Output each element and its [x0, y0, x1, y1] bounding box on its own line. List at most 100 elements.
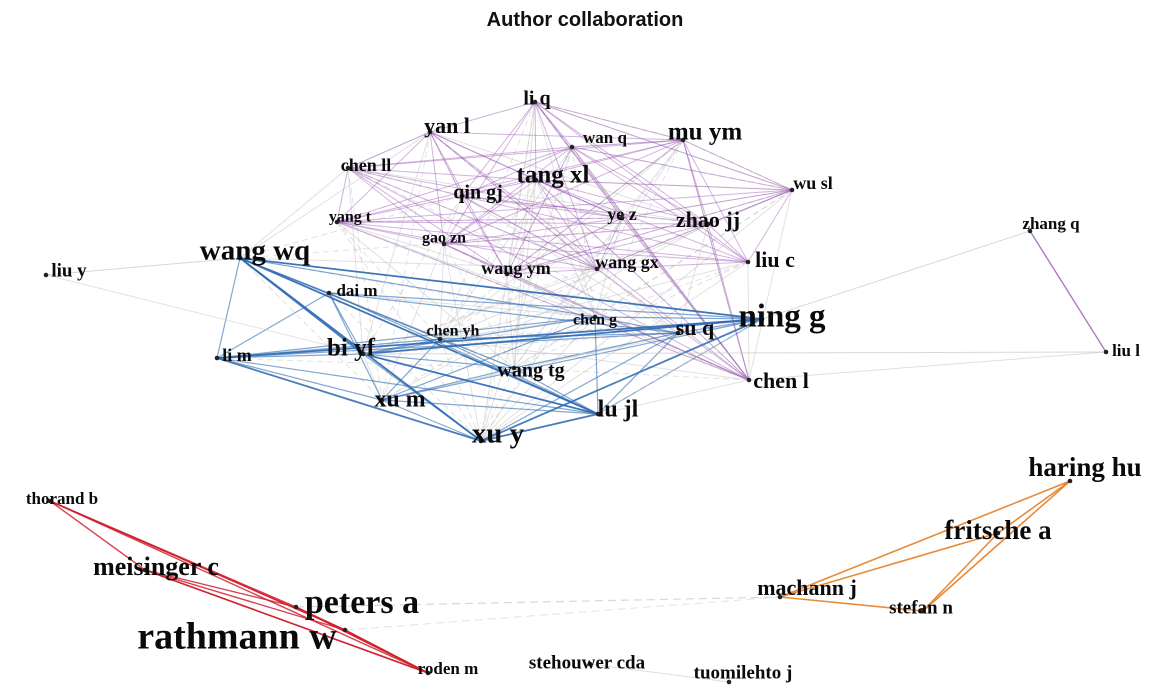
- edge: [381, 332, 679, 401]
- edge: [381, 338, 441, 401]
- edge: [347, 146, 573, 169]
- node-label: meisinger c: [93, 552, 219, 581]
- node-label: mu ym: [668, 119, 742, 146]
- edge: [707, 189, 793, 225]
- node-label: zhang q: [1022, 214, 1080, 233]
- edge: [480, 261, 749, 442]
- edge: [506, 146, 573, 275]
- edge: [535, 179, 793, 191]
- edge: [779, 532, 999, 598]
- edge: [571, 146, 750, 381]
- edge: [144, 569, 429, 674]
- node-dot: [427, 129, 433, 135]
- node-dot: [532, 99, 538, 105]
- edge: [534, 101, 793, 191]
- node-xu-y: xu y: [472, 418, 525, 450]
- node-label: zhao jj: [676, 207, 740, 232]
- edge: [216, 332, 679, 359]
- edge: [922, 532, 999, 612]
- node-wu-sl: wu sl: [789, 173, 833, 193]
- node-label: lu jl: [598, 397, 639, 423]
- edge: [594, 316, 750, 381]
- node-dot: [504, 271, 510, 277]
- edge: [45, 257, 241, 276]
- node-label: bi yf: [327, 335, 376, 362]
- node-dot: [345, 165, 351, 171]
- edge: [513, 367, 599, 415]
- node-label: machann j: [757, 575, 857, 600]
- edge: [443, 243, 750, 381]
- edge: [596, 189, 793, 270]
- edge: [682, 139, 749, 263]
- edge: [748, 351, 1107, 381]
- node-label: qin gj: [453, 182, 502, 204]
- edge: [443, 146, 573, 245]
- edge: [439, 217, 623, 340]
- edge: [443, 243, 508, 275]
- edge: [480, 217, 623, 442]
- edge: [707, 223, 749, 263]
- edge: [594, 139, 684, 318]
- edge: [596, 268, 679, 334]
- edge: [336, 131, 431, 223]
- edge: [480, 367, 515, 442]
- node-dot: [995, 530, 1001, 536]
- node-dot: [680, 137, 686, 143]
- edge: [239, 257, 515, 369]
- node-ning-g: ning g: [738, 299, 826, 335]
- edge: [443, 179, 537, 245]
- edge: [347, 167, 679, 334]
- edge: [506, 273, 596, 318]
- edge: [429, 131, 684, 141]
- edge: [534, 101, 598, 270]
- edge: [461, 146, 573, 197]
- node-label: stehouwer cda: [529, 652, 646, 673]
- edge: [513, 318, 763, 369]
- edge: [362, 353, 599, 415]
- edge: [443, 243, 750, 381]
- edge: [362, 332, 679, 355]
- edge: [429, 131, 679, 334]
- edge: [761, 230, 1031, 320]
- edge: [429, 131, 463, 197]
- edge: [347, 167, 598, 270]
- edge: [328, 292, 482, 442]
- node-dot: [334, 219, 340, 225]
- edge: [362, 195, 463, 355]
- node-label: wang tg: [497, 360, 564, 382]
- edge: [594, 261, 749, 318]
- edge: [216, 318, 763, 359]
- edge: [534, 101, 623, 219]
- node-liu-y: liu y: [43, 260, 87, 281]
- edge: [347, 167, 709, 225]
- node-label: ning g: [738, 299, 826, 335]
- edge: [49, 500, 146, 571]
- node-dot: [1027, 228, 1033, 234]
- edge: [997, 480, 1071, 534]
- node-label: yan l: [424, 113, 470, 138]
- edge: [534, 101, 709, 225]
- edge: [571, 146, 793, 191]
- edge: [49, 500, 429, 674]
- edge: [534, 101, 749, 263]
- edge: [461, 195, 709, 225]
- node-wang-wq: wang wq: [200, 235, 310, 267]
- edge: [513, 261, 749, 369]
- node-dot: [595, 411, 601, 417]
- node-dot: [1103, 349, 1109, 355]
- edge: [594, 316, 763, 320]
- edge-layer: [45, 101, 1107, 683]
- edge: [480, 273, 508, 442]
- edge: [216, 353, 364, 359]
- edge: [336, 221, 750, 381]
- node-label: xu m: [374, 387, 425, 413]
- node-label: thorand b: [26, 489, 98, 508]
- node-dot: [594, 266, 600, 272]
- edge: [571, 146, 709, 225]
- node-dot: [478, 438, 484, 444]
- node-wang-gx: wang gx: [594, 252, 659, 272]
- edge: [439, 179, 537, 340]
- edge: [461, 179, 537, 197]
- edge: [381, 367, 515, 401]
- edge: [535, 179, 598, 270]
